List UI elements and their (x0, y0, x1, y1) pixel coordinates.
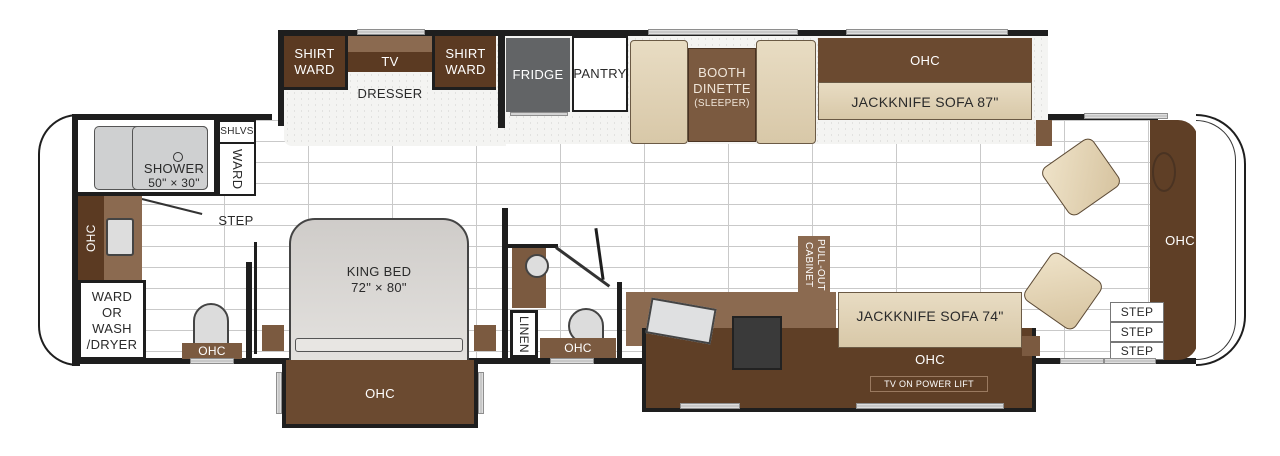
slide-left-wall (278, 30, 284, 126)
vanity-ohc: OHC (78, 196, 104, 280)
nightstand-right (474, 325, 496, 351)
bed-ohc: OHC (282, 360, 478, 428)
step-1: STEP (1110, 302, 1164, 322)
dinette-line3: (SLEEPER) (694, 98, 750, 109)
toilet-ohc: OHC (182, 343, 242, 359)
steering-wheel-icon (1152, 152, 1176, 192)
shower-label: SHOWER (143, 161, 205, 176)
window (357, 29, 425, 35)
shirt-ward-right: SHIRT WARD (432, 36, 496, 90)
front-cap-inner (1196, 120, 1236, 360)
king-bed: KING BED 72" × 80" (289, 218, 469, 378)
sofa-74-ohc: OHC (915, 352, 945, 367)
fridge-door (510, 112, 568, 116)
pantry: PANTRY (572, 36, 628, 112)
shower-size: 50" × 30" (148, 176, 200, 190)
sink-icon (106, 218, 134, 256)
dinette-seat-left (630, 40, 688, 144)
nightstand-left (262, 325, 284, 351)
mid-bath-right-wall (617, 282, 622, 362)
shirt-ward-left: SHIRT WARD (284, 36, 348, 90)
mid-bath-wall (502, 208, 508, 364)
vanity-ohc-label: OHC (84, 224, 98, 252)
window (846, 29, 1008, 35)
window (1084, 113, 1168, 119)
window (648, 29, 798, 35)
bed-ohc-label: OHC (365, 386, 395, 401)
end-table (1036, 120, 1052, 146)
mid-bath-ohc: OHC (540, 338, 616, 358)
bed-pillow-bar (295, 338, 463, 352)
step-2: STEP (1110, 322, 1164, 342)
bed-label: KING BED (346, 264, 412, 279)
lav-sink-icon (525, 254, 549, 278)
sofa-87-ohc-label: OHC (910, 53, 940, 68)
sofa-87-ohc: OHC (818, 38, 1032, 88)
window (856, 403, 1004, 409)
slide-wall (498, 36, 505, 128)
toilet-icon (193, 303, 229, 347)
dinette-seat-right (756, 40, 816, 144)
pocket-door (254, 242, 257, 354)
top-wall-rear (72, 114, 272, 120)
tv-cabinet (348, 36, 432, 52)
pull-out-cabinet: PULL-OUT CABINET (798, 236, 830, 294)
dinette-table: BOOTH DINETTE (SLEEPER) (688, 48, 756, 142)
ward-side-label: WARD (230, 148, 245, 190)
cooktop-icon (732, 316, 782, 370)
sofa-74-label: JACKKNIFE SOFA 74" (856, 308, 1004, 324)
window (276, 372, 282, 414)
linen-label: LINEN (517, 315, 531, 353)
mid-bath-top-wall (508, 244, 558, 248)
window (1060, 358, 1104, 364)
tv-on-power-lift: TV ON POWER LIFT (870, 376, 988, 392)
jackknife-sofa-74: JACKKNIFE SOFA 74" (838, 292, 1022, 348)
ward-wash-label: WARD OR WASH /DRYER (86, 289, 138, 352)
pull-out-label: PULL-OUT CABINET (803, 239, 826, 291)
fridge: FRIDGE (506, 38, 570, 112)
pocket-door (246, 262, 252, 358)
entry-door (1104, 358, 1156, 364)
step-label: STEP (218, 213, 254, 228)
window (680, 403, 740, 409)
tv-label: TV (348, 52, 432, 72)
rear-wall (72, 114, 78, 366)
jackknife-sofa-87: JACKKNIFE SOFA 87" (818, 82, 1032, 120)
window (550, 358, 594, 364)
dinette-line1: BOOTH (698, 65, 746, 80)
bed-size: 72" × 80" (351, 280, 407, 295)
bottom-wall (72, 358, 1202, 364)
dresser-label: DRESSER (357, 86, 423, 101)
linen-closet: LINEN (510, 310, 538, 358)
ward-side: WARD (218, 144, 256, 196)
shelves-label: SHLVS (218, 120, 256, 144)
end-table (1022, 336, 1040, 356)
dash-ohc-label: OHC (1165, 233, 1195, 248)
window (190, 358, 234, 364)
window (478, 372, 484, 414)
sofa-87-label: JACKKNIFE SOFA 87" (851, 94, 999, 110)
shower-enclosure: SHOWER 50" × 30" (78, 120, 218, 196)
ward-wash-dryer: WARD OR WASH /DRYER (78, 280, 146, 360)
shower-drain-icon (173, 152, 183, 162)
dinette-line2: DINETTE (693, 81, 751, 96)
